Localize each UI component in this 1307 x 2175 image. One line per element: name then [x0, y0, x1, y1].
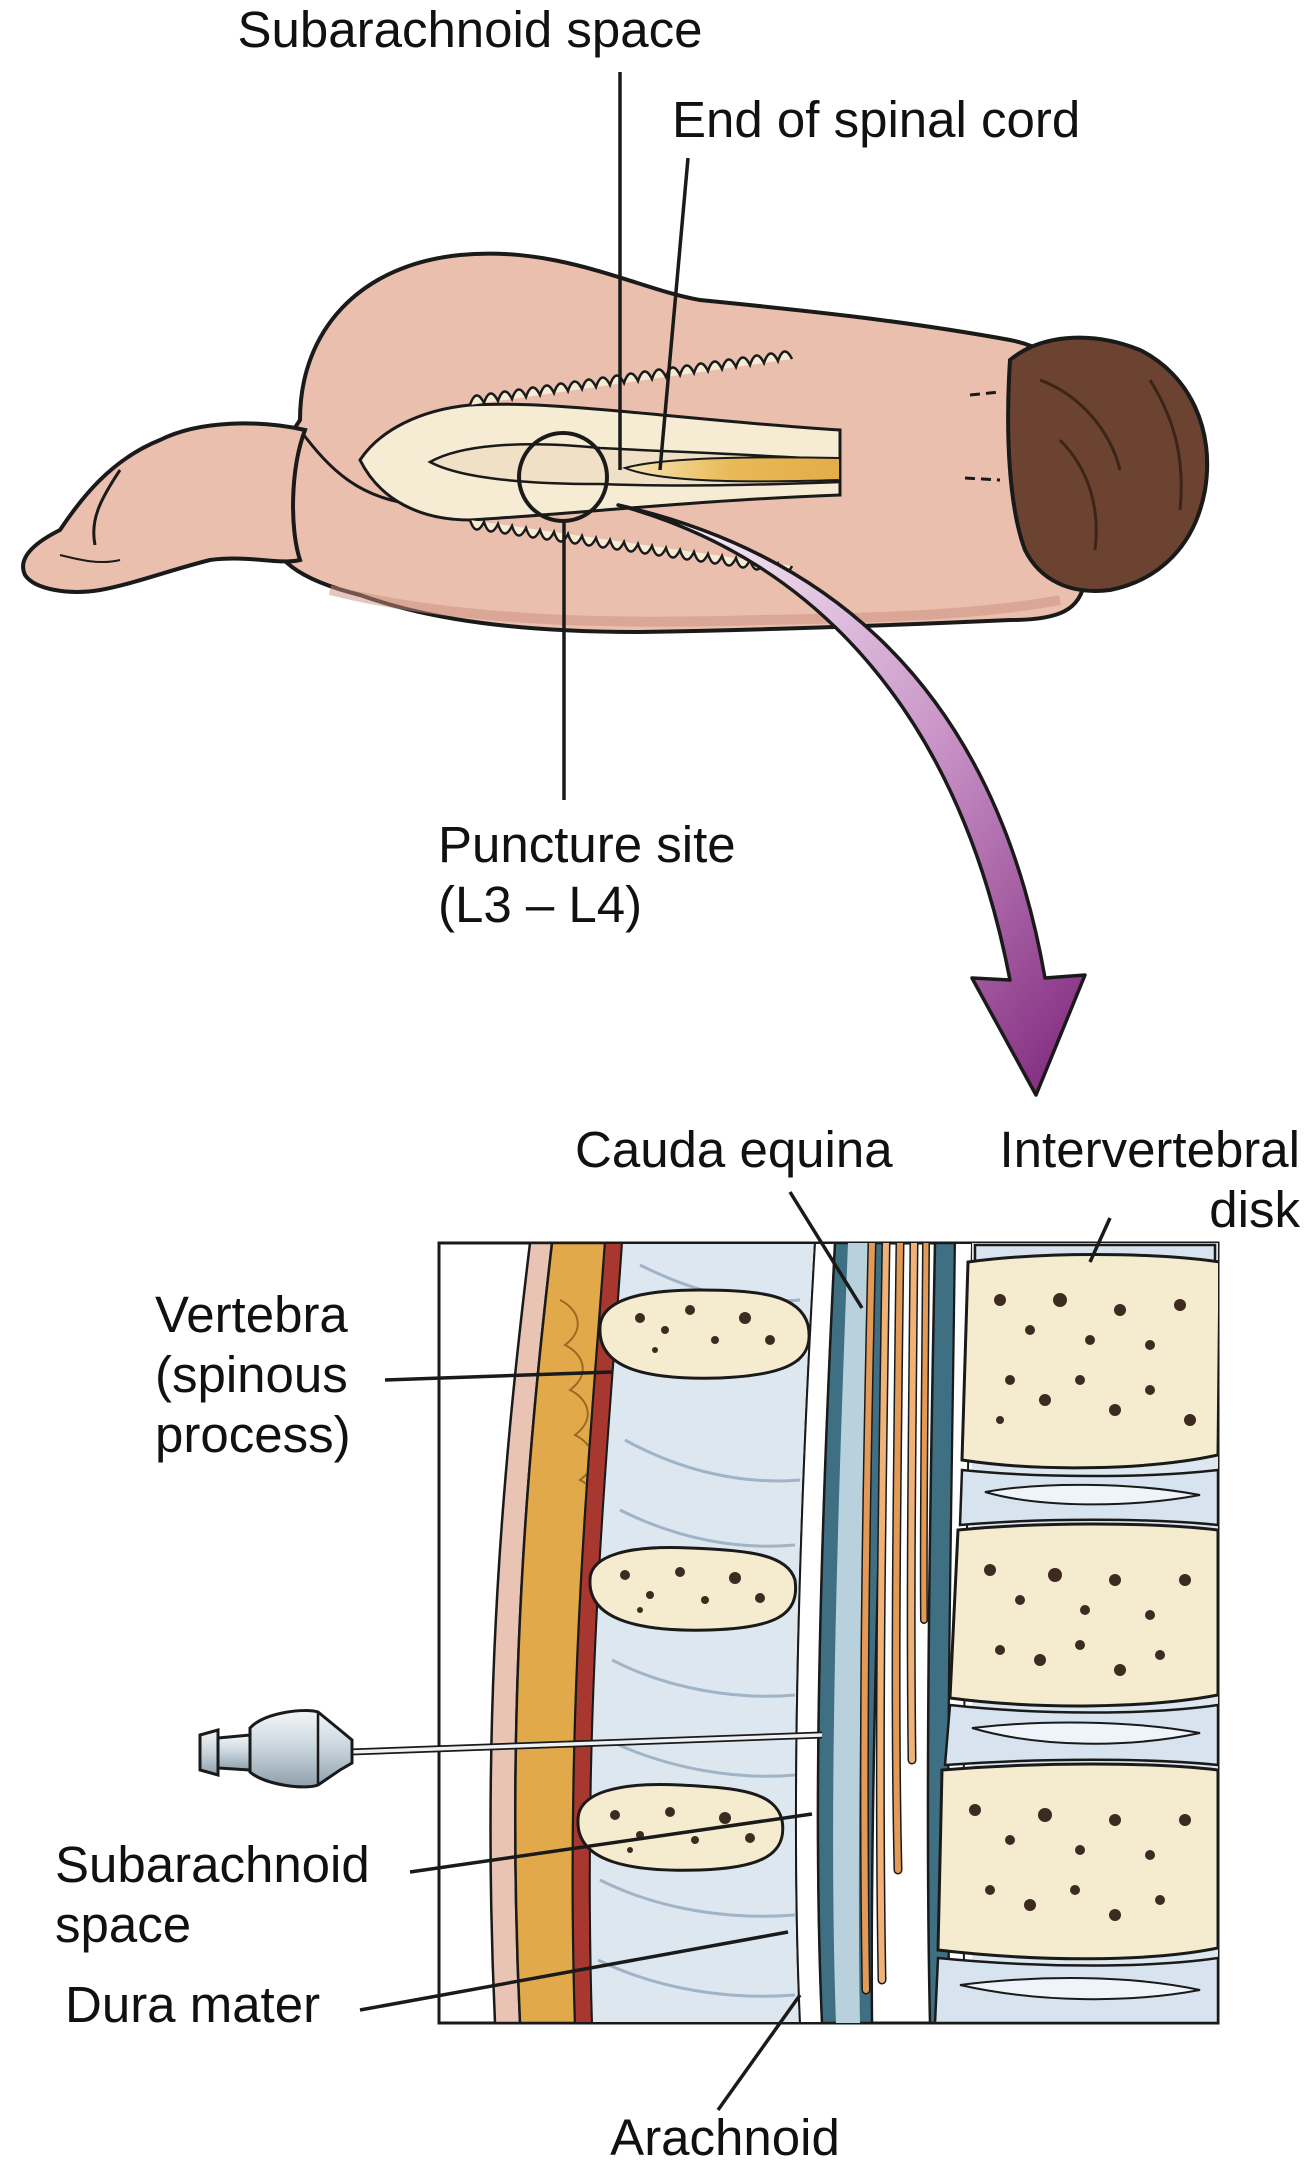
spinal-cord-end: [621, 456, 841, 483]
label-text: space: [55, 1896, 192, 1954]
spinal-needle: [198, 1709, 823, 1789]
label-text: Arachnoid: [610, 2109, 840, 2166]
label-text: Cauda equina: [575, 1121, 893, 1178]
label-text: Subarachnoid space: [237, 1, 703, 58]
subarachnoid-space-layer: [833, 1243, 870, 2023]
label-text: Puncture site: [438, 816, 736, 873]
patient-figure: [21, 251, 1210, 635]
label-vertebra-spinous-process: Vertebra (spinous process): [155, 1285, 351, 1466]
label-subarachnoid-space-bottom: Subarachnoid space: [55, 1835, 370, 1955]
patient-legs: [21, 421, 308, 594]
label-text: process): [155, 1406, 351, 1464]
top-leader-lines: [562, 72, 690, 800]
cauda-equina-nerves: [859, 1243, 930, 1995]
patient-hair: [1006, 335, 1210, 593]
label-subarachnoid-space-top: Subarachnoid space: [220, 0, 720, 60]
label-text: Vertebra: [155, 1286, 348, 1343]
zoom-arrow: [616, 503, 1087, 1097]
inset-leader-lines: [359, 1191, 1112, 2112]
label-dura-mater: Dura mater: [65, 1975, 320, 2035]
label-text: Intervertebral: [999, 1121, 1300, 1178]
label-text: (spinous: [155, 1346, 348, 1404]
label-puncture-site: Puncture site (L3 – L4): [438, 815, 736, 935]
label-text: disk: [1209, 1181, 1300, 1239]
spine-cross-section: [437, 1241, 1220, 2025]
label-text: End of spinal cord: [672, 91, 1081, 148]
label-text: Subarachnoid: [55, 1836, 370, 1893]
label-text: Dura mater: [65, 1976, 321, 2033]
label-cauda-equina: Cauda equina: [575, 1120, 893, 1180]
label-text: (L3 – L4): [438, 876, 643, 934]
label-arachnoid: Arachnoid: [540, 2108, 910, 2168]
label-end-of-spinal-cord: End of spinal cord: [672, 90, 1080, 150]
vertebral-column: [933, 1243, 1218, 2023]
label-intervertebral-disk: Intervertebral disk: [960, 1120, 1300, 1240]
